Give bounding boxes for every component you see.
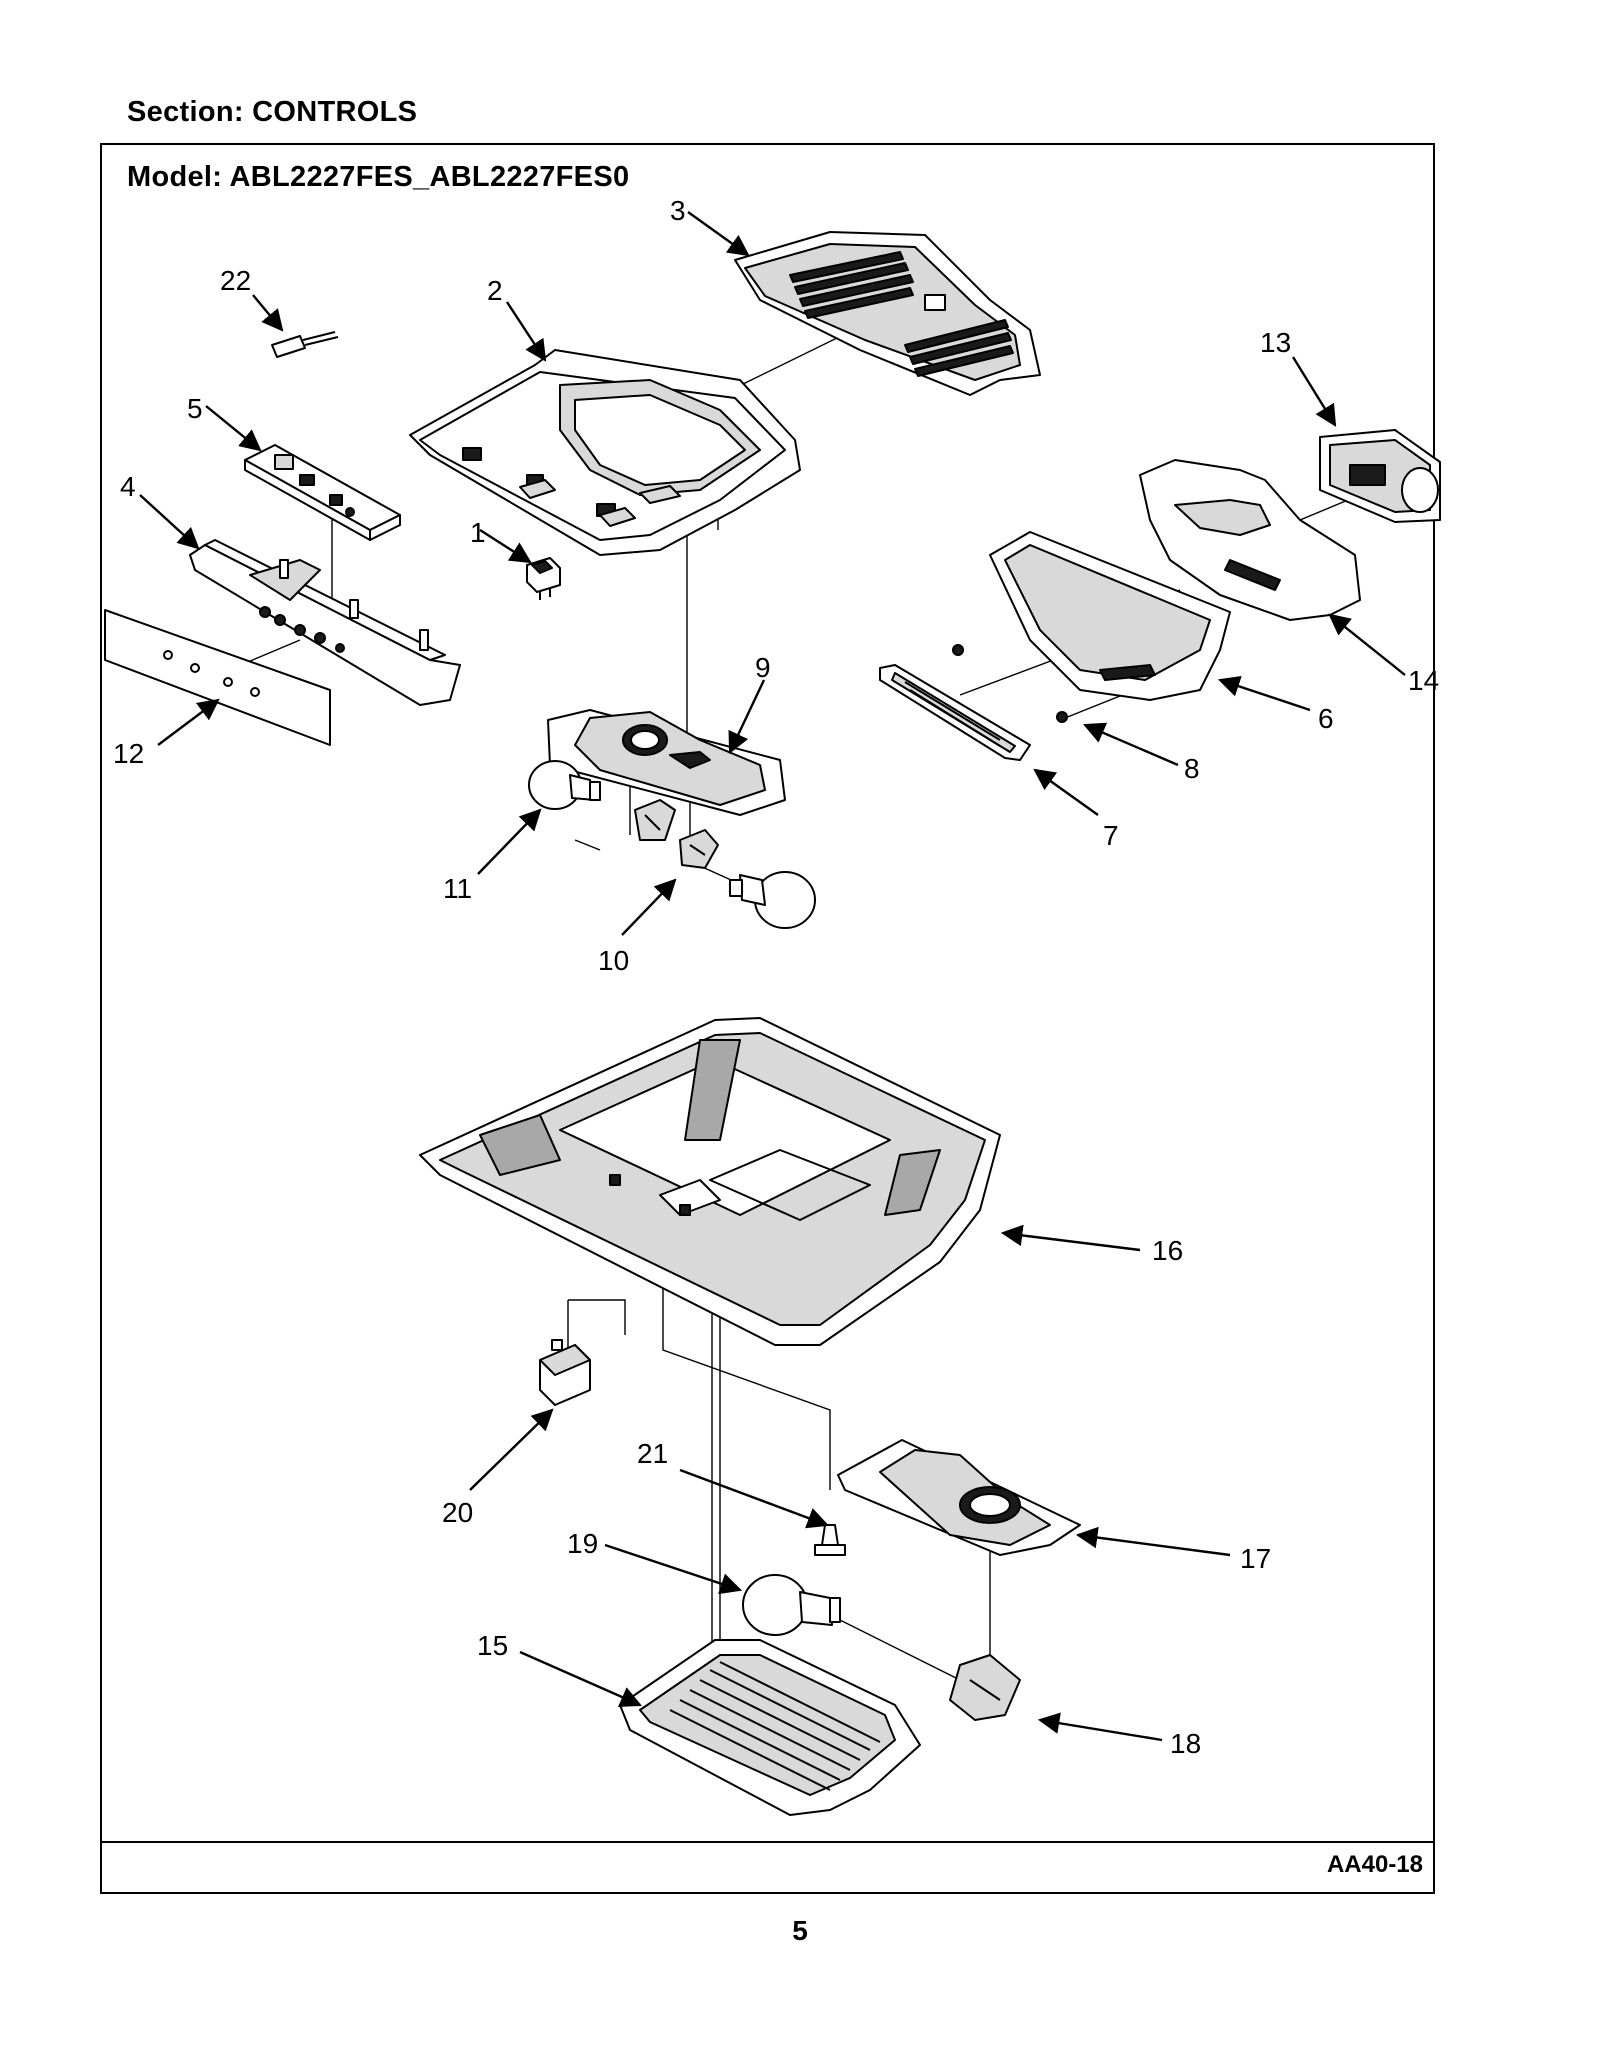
callout-8: 8 <box>1184 753 1200 784</box>
callout-15: 15 <box>477 1630 508 1661</box>
part-3-upper-grille-cover <box>734 231 1041 396</box>
part-18-socket <box>949 1654 1021 1721</box>
callout-1: 1 <box>470 517 486 548</box>
callout-2: 2 <box>487 275 503 306</box>
part-10-sockets <box>634 799 719 869</box>
callout-4: 4 <box>120 471 136 502</box>
part-4-control-housing <box>189 539 461 706</box>
part-14-front-cover <box>1139 459 1361 621</box>
callout-22: 22 <box>220 265 251 296</box>
callout-6: 6 <box>1318 703 1334 734</box>
part-22-screwdriver <box>271 331 339 358</box>
part-19-bulb <box>742 1574 841 1636</box>
part-13-control-module <box>1319 429 1441 523</box>
part-20-switch <box>539 1339 591 1406</box>
part-12-control-overlay <box>104 609 331 746</box>
callout-labels: 22 2 3 13 5 4 1 12 9 11 10 14 6 8 7 16 2… <box>113 195 1439 1759</box>
callout-12: 12 <box>113 738 144 769</box>
page-number: 5 <box>792 1915 808 1946</box>
callout-9: 9 <box>755 652 771 683</box>
drawing-code: AA40-18 <box>1326 1851 1423 1878</box>
callout-3: 3 <box>670 195 686 226</box>
model-title: Model: ABL2227FES_ABL2227FES0 <box>127 161 630 193</box>
part-21-screw <box>814 1524 846 1556</box>
footer-divider <box>102 1841 1433 1843</box>
part-16-liner <box>419 1017 1001 1346</box>
part-7-grille <box>879 664 1031 761</box>
callout-19: 19 <box>567 1528 598 1559</box>
part-11-bulb-lower <box>729 871 816 929</box>
part-17-lamp-housing <box>837 1439 1081 1556</box>
part-1-switch <box>526 557 561 600</box>
part-8-screws <box>952 644 1068 723</box>
part-6-diffuser-cover <box>989 531 1231 701</box>
callout-leaders <box>139 211 1406 1742</box>
callout-5: 5 <box>187 393 203 424</box>
callout-10: 10 <box>598 945 629 976</box>
diagram-frame: Model: ABL2227FES_ABL2227FES0 AA40-18 <box>100 143 1435 1894</box>
part-5-control-board <box>244 444 401 541</box>
callout-7: 7 <box>1103 820 1119 851</box>
callout-18: 18 <box>1170 1728 1201 1759</box>
section-title: Section: CONTROLS <box>127 96 418 128</box>
callout-20: 20 <box>442 1497 473 1528</box>
callout-17: 17 <box>1240 1543 1271 1574</box>
part-2-frame <box>409 349 801 556</box>
part-15-lower-grille <box>619 1639 921 1816</box>
part-11-bulb <box>528 760 601 810</box>
callout-16: 16 <box>1152 1235 1183 1266</box>
callout-14: 14 <box>1408 665 1439 696</box>
callout-11: 11 <box>443 873 472 904</box>
callout-13: 13 <box>1260 327 1291 358</box>
callout-21: 21 <box>637 1438 668 1469</box>
